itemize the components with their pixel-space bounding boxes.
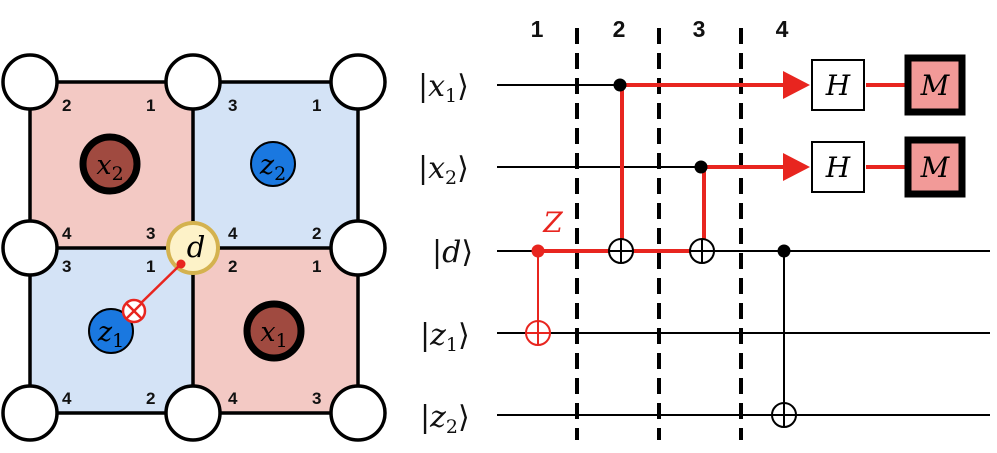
corner-label: 4 <box>62 389 72 408</box>
step-separators <box>575 28 743 440</box>
corner-labels-z1: 3 1 2 4 <box>62 257 155 408</box>
cnot-link <box>139 263 182 305</box>
qubit-label-x2: x2 <box>96 150 123 185</box>
center-qubit-label: d <box>187 230 206 264</box>
hadamard-gate-x1: H <box>811 59 865 111</box>
step-label-4: 4 <box>776 16 789 42</box>
cnot-control-dot <box>777 244 791 258</box>
measure-gate-x2: M <box>904 136 966 198</box>
data-qubit <box>1 53 59 111</box>
z-ancilla-qubit <box>250 141 296 187</box>
corner-labels-z2: 3 1 2 4 <box>228 96 321 243</box>
cnot-step1 <box>525 251 551 346</box>
corner-label: 1 <box>312 96 321 115</box>
corner-labels-x1: 2 1 3 4 <box>228 257 321 408</box>
ancilla-x2: x2 <box>79 133 141 195</box>
ancilla-z1: z1 <box>88 308 134 354</box>
cnot-control-dot <box>176 259 186 269</box>
corner-labels-x2: 2 1 3 4 <box>62 96 155 243</box>
wire-label-x1: |x1⟩ <box>418 69 469 107</box>
z-ancilla-qubit <box>88 308 134 354</box>
corner-label: 2 <box>228 257 237 276</box>
error-label: Z <box>542 206 563 239</box>
measure-gate-x1: M <box>904 54 966 116</box>
corner-label: 4 <box>62 224 72 243</box>
corner-label: 3 <box>228 96 237 115</box>
data-qubit <box>329 219 387 277</box>
corner-label: 2 <box>312 224 321 243</box>
data-qubit <box>1 219 59 277</box>
corner-label: 4 <box>228 389 238 408</box>
step-label-3: 3 <box>693 16 706 42</box>
qubit-label-z1: z1 <box>97 317 124 352</box>
wire-label-d: |d⟩ <box>432 235 473 270</box>
cnot-control-dot <box>613 78 627 92</box>
cnot-target-icon <box>689 238 715 264</box>
arrow-head-icon <box>783 153 810 181</box>
corner-label: 3 <box>146 224 155 243</box>
qubit-label-x1: x1 <box>260 317 287 352</box>
data-qubit <box>164 53 222 111</box>
cnot-link-line <box>139 263 182 305</box>
corner-label: 2 <box>62 96 71 115</box>
data-qubit <box>164 384 222 442</box>
corner-label: 1 <box>312 257 321 276</box>
data-qubit <box>1 384 59 442</box>
hadamard-gate-x2: H <box>811 141 865 193</box>
ancilla-z2: z2 <box>250 141 296 187</box>
measure-label: M <box>920 151 951 184</box>
cnot-control-dot <box>531 244 545 258</box>
corner-label: 4 <box>228 224 238 243</box>
step-label-1: 1 <box>531 16 544 42</box>
ancilla-x1: x1 <box>243 300 305 362</box>
cnot-step4 <box>771 251 797 428</box>
wire-label-z2: |z2⟩ <box>420 400 470 438</box>
qubit-wires <box>497 84 990 416</box>
hadamard-label: H <box>825 151 851 184</box>
wire-labels: |x1⟩ |x2⟩ |d⟩ |z1⟩ |z2⟩ <box>418 69 473 438</box>
wire-label-x2: |x2⟩ <box>418 151 469 189</box>
circuit: 1 2 3 4 |x1⟩ |x2⟩ |d⟩ |z1⟩ |z2⟩ <box>418 16 990 440</box>
x-ancilla-qubit <box>79 133 141 195</box>
arrow-head-icon <box>783 71 810 99</box>
hadamard-label: H <box>825 69 851 102</box>
qubit-label-z2: z2 <box>259 150 286 185</box>
step-label-2: 2 <box>613 16 626 42</box>
cnot-target-icon <box>608 238 634 264</box>
lattice: 2 1 3 4 3 1 2 4 3 1 2 4 2 1 3 4 <box>1 53 387 442</box>
cnot-target-icon <box>121 298 147 324</box>
data-qubit <box>329 384 387 442</box>
error-path-x2 <box>702 165 805 251</box>
data-qubits <box>1 53 387 442</box>
corner-label: 3 <box>312 389 321 408</box>
measure-label: M <box>920 69 951 102</box>
corner-label: 1 <box>146 257 155 276</box>
center-data-qubit: d <box>166 221 220 275</box>
data-qubit <box>329 53 387 111</box>
corner-label: 3 <box>62 257 71 276</box>
x-ancilla-qubit <box>243 300 305 362</box>
wire-label-z1: |z1⟩ <box>420 318 470 356</box>
corner-label: 2 <box>146 389 155 408</box>
cnot-control-dot <box>694 160 708 174</box>
corner-label: 1 <box>146 96 155 115</box>
